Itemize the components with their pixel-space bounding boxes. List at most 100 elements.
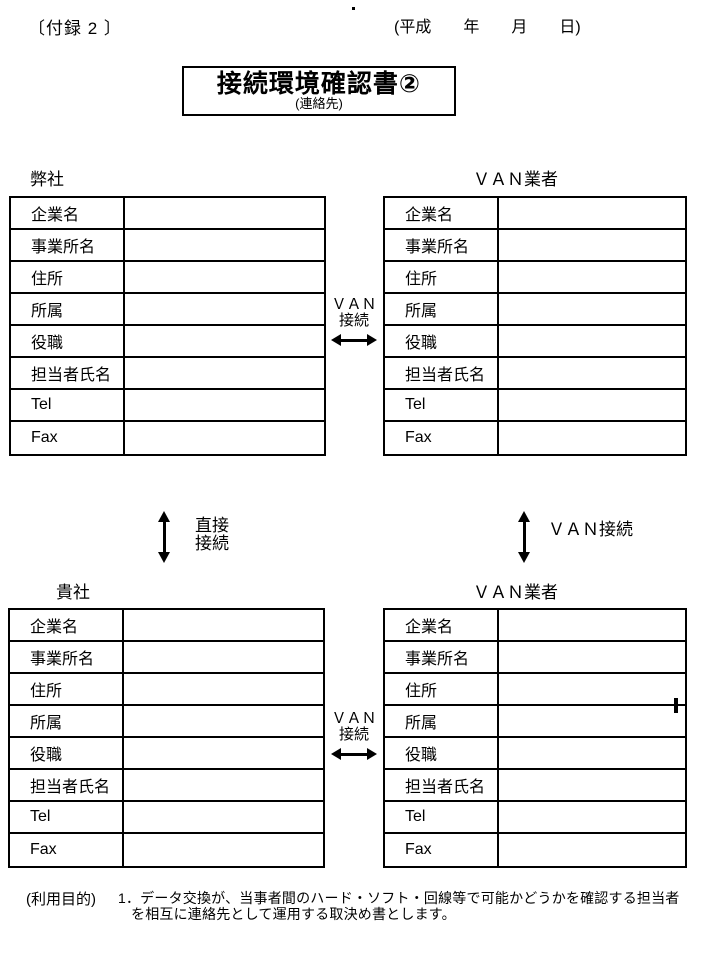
table-row: 担当者氏名 <box>385 358 685 390</box>
row-label-cell: Fax <box>11 422 125 454</box>
row-value-cell <box>124 770 323 800</box>
double-arrow-horizontal-icon <box>331 334 377 348</box>
row-label-cell: Tel <box>385 390 499 420</box>
row-value-cell <box>124 610 323 640</box>
table-row: 担当者氏名 <box>10 770 323 802</box>
table-row: Tel <box>11 390 324 422</box>
direct-connection-line1: 直接 <box>195 516 229 535</box>
row-label-cell: 事業所名 <box>11 230 125 260</box>
cursor-mark <box>674 698 678 713</box>
table-row: Fax <box>10 834 323 866</box>
row-value-cell <box>499 422 685 454</box>
purpose-label: (利用目的) <box>26 891 96 908</box>
row-label-cell: 所属 <box>385 294 499 324</box>
table-row: 所属 <box>385 706 685 738</box>
van-connection-line1: ＶＡＮ <box>331 710 377 727</box>
van-connection-line2: 接続 <box>338 726 369 743</box>
table-row: 事業所名 <box>385 642 685 674</box>
row-value-cell <box>499 294 685 324</box>
row-value-cell <box>125 422 324 454</box>
table-row: 役職 <box>11 326 324 358</box>
double-arrow-horizontal-icon <box>331 748 377 762</box>
row-label-cell: 事業所名 <box>10 642 124 672</box>
table-header-our-company: 弊社 <box>30 170 64 189</box>
row-label-cell: 住所 <box>10 674 124 704</box>
row-label-cell: Fax <box>10 834 124 866</box>
row-value-cell <box>499 834 685 866</box>
row-label-cell: 企業名 <box>11 198 125 228</box>
row-value-cell <box>499 770 685 800</box>
appendix-label: 〔付録 2 〕 <box>28 19 122 38</box>
row-value-cell <box>124 802 323 832</box>
row-label-cell: 企業名 <box>385 198 499 228</box>
van-connection-line2: 接続 <box>338 312 369 329</box>
table-row: 役職 <box>385 326 685 358</box>
page-subtitle: (連絡先) <box>295 96 343 111</box>
row-value-cell <box>499 610 685 640</box>
row-value-cell <box>499 642 685 672</box>
row-label-cell: Fax <box>385 422 499 454</box>
row-label-cell: Tel <box>11 390 125 420</box>
table-header-van-provider-top: ＶＡＮ業者 <box>473 170 558 189</box>
row-value-cell <box>125 198 324 228</box>
row-value-cell <box>499 262 685 292</box>
row-value-cell <box>125 230 324 260</box>
row-label-cell: 住所 <box>385 674 499 704</box>
table-row: Tel <box>385 802 685 834</box>
table-row: 担当者氏名 <box>385 770 685 802</box>
table-row: 役職 <box>10 738 323 770</box>
row-label-cell: 事業所名 <box>385 230 499 260</box>
van-connection-label-bottom: ＶＡＮ 接続 <box>329 711 379 743</box>
table-row: 企業名 <box>385 610 685 642</box>
row-value-cell <box>499 390 685 420</box>
double-arrow-vertical-icon <box>518 511 532 563</box>
table-row: Fax <box>385 422 685 454</box>
row-value-cell <box>124 706 323 736</box>
table-row: 企業名 <box>10 610 323 642</box>
double-arrow-vertical-icon <box>158 511 172 563</box>
row-label-cell: 住所 <box>11 262 125 292</box>
row-label-cell: 役職 <box>11 326 125 356</box>
dot-mark <box>352 7 355 10</box>
row-value-cell <box>499 358 685 388</box>
row-label-cell: Tel <box>385 802 499 832</box>
row-label-cell: 担当者氏名 <box>385 770 499 800</box>
table-van-provider-top: 企業名 事業所名 住所 所属 役職 担当者氏名 Tel Fax <box>383 196 687 456</box>
row-value-cell <box>125 390 324 420</box>
date-label: (平成 年 月 日) <box>394 19 581 36</box>
row-label-cell: 担当者氏名 <box>11 358 125 388</box>
row-label-cell: 所属 <box>10 706 124 736</box>
direct-connection-label: 直接 接続 <box>195 517 229 553</box>
row-value-cell <box>125 326 324 356</box>
table-row: 住所 <box>10 674 323 706</box>
table-row: 住所 <box>385 262 685 294</box>
row-label-cell: 担当者氏名 <box>385 358 499 388</box>
row-label-cell: 所属 <box>11 294 125 324</box>
table-row: 住所 <box>11 262 324 294</box>
table-row: 事業所名 <box>385 230 685 262</box>
van-connection-vertical-label: ＶＡＮ接続 <box>548 520 633 539</box>
table-row: 所属 <box>11 294 324 326</box>
row-value-cell <box>499 230 685 260</box>
purpose-text-line2: を相互に連絡先として運用する取決め書とします。 <box>131 906 456 922</box>
table-row: 企業名 <box>385 198 685 230</box>
table-row: Fax <box>385 834 685 866</box>
table-header-van-provider-bottom: ＶＡＮ業者 <box>473 583 558 602</box>
table-row: 役職 <box>385 738 685 770</box>
row-label-cell: 担当者氏名 <box>10 770 124 800</box>
table-row: 所属 <box>10 706 323 738</box>
row-label-cell: Fax <box>385 834 499 866</box>
table-row: Tel <box>385 390 685 422</box>
row-label-cell: 所属 <box>385 706 499 736</box>
row-label-cell: 事業所名 <box>385 642 499 672</box>
table-row: Fax <box>11 422 324 454</box>
row-value-cell <box>124 674 323 704</box>
row-value-cell <box>499 198 685 228</box>
table-your-company: 企業名 事業所名 住所 所属 役職 担当者氏名 Tel Fax <box>8 608 325 868</box>
table-row: 企業名 <box>11 198 324 230</box>
table-row: Tel <box>10 802 323 834</box>
row-label-cell: 企業名 <box>385 610 499 640</box>
row-label-cell: 住所 <box>385 262 499 292</box>
row-label-cell: Tel <box>10 802 124 832</box>
